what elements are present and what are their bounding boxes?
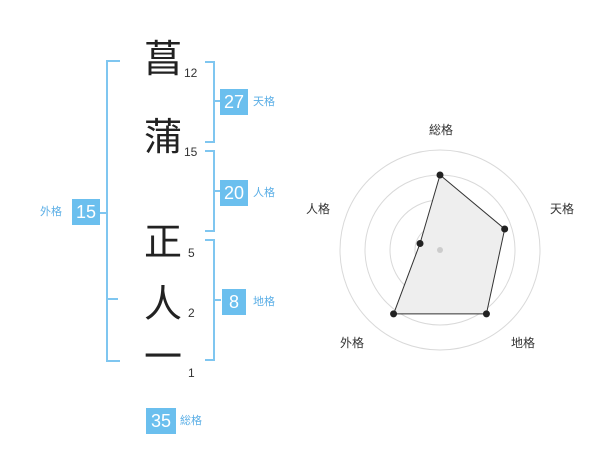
name-char-4: 人: [143, 282, 182, 326]
radar-point-3: [390, 310, 398, 318]
name-char-2: 蒲: [143, 115, 182, 159]
gaikaku-label: 外格: [40, 205, 62, 218]
radar-center-dot: [437, 247, 443, 253]
stroke-count-3: 5: [188, 246, 195, 260]
name-char-3: 正: [143, 220, 182, 264]
chikaku-label: 地格: [253, 295, 275, 308]
tenkaku-value: 27: [220, 89, 248, 115]
name-char-1: 菖: [143, 37, 182, 81]
stroke-count-5: 1: [188, 366, 195, 380]
radar-axis-label-jinkaku: 人格: [306, 201, 330, 216]
jinkaku-bracket-tick: [213, 190, 221, 192]
radar-point-4: [416, 240, 424, 248]
jinkaku-value: 20: [220, 180, 248, 206]
stroke-count-2: 15: [184, 145, 198, 159]
gaikaku-bracket-tick: [98, 212, 106, 214]
radar-axis-label-tenkaku: 天格: [550, 201, 574, 216]
soukaku-label: 総格: [180, 414, 202, 427]
radar-point-2: [482, 310, 490, 318]
radar-axis-label-soukaku: 総格: [429, 122, 453, 137]
radar-axis-label-chikaku: 地格: [511, 335, 535, 350]
name-char-5: 一: [143, 335, 182, 379]
tenkaku-label: 天格: [253, 95, 275, 108]
chikaku-value: 8: [222, 289, 246, 315]
radar-axis-label-gaikaku: 外格: [340, 335, 364, 350]
soukaku-value: 35: [146, 408, 176, 434]
stroke-count-1: 12: [184, 66, 198, 80]
radar-point-1: [501, 225, 509, 233]
radar-point-0: [436, 171, 444, 179]
radar-polygon: [392, 174, 506, 315]
gaikaku-value: 15: [72, 199, 100, 225]
gaikaku-bracket-inner-tick: [106, 298, 118, 300]
stroke-count-4: 2: [188, 306, 195, 320]
tenkaku-bracket: [205, 61, 215, 143]
tenkaku-bracket-tick: [213, 100, 221, 102]
gaikaku-bracket: [106, 60, 120, 362]
jinkaku-label: 人格: [253, 186, 275, 199]
chikaku-bracket-tick: [213, 299, 221, 301]
radar-ring-4: [339, 149, 541, 351]
